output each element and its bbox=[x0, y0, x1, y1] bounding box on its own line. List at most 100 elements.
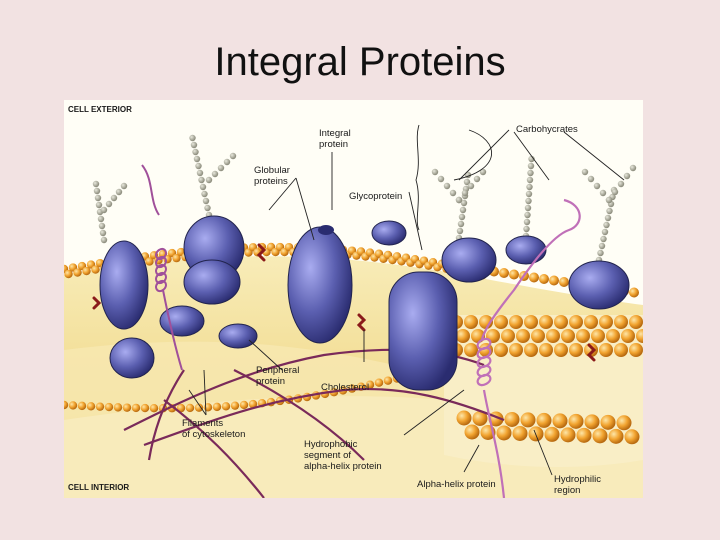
peripheral-protein-3 bbox=[109, 337, 155, 379]
sugar-unit bbox=[601, 228, 609, 236]
sugar-unit bbox=[199, 183, 207, 191]
sugar-unit bbox=[100, 236, 108, 244]
phospholipid-head bbox=[539, 343, 553, 357]
sugar-unit bbox=[455, 196, 463, 204]
sugar-unit bbox=[599, 189, 607, 197]
alpha-helix-left bbox=[141, 164, 183, 371]
phospholipid-head bbox=[539, 315, 553, 329]
phospholipid-head bbox=[591, 329, 605, 343]
sugar-unit bbox=[443, 182, 451, 190]
phospholipid-head bbox=[131, 403, 141, 413]
phospholipid-head bbox=[539, 274, 549, 284]
label-cell-exterior: CELL EXTERIOR bbox=[68, 105, 132, 114]
sugar-unit bbox=[92, 180, 100, 188]
phospholipid-head bbox=[636, 329, 643, 343]
sugar-unit bbox=[597, 249, 604, 257]
phospholipid-head bbox=[383, 376, 393, 385]
cut-face-heads bbox=[449, 315, 643, 445]
label-cholesterol: Cholesterol bbox=[321, 382, 369, 393]
label-globular-proteins: Globular proteins bbox=[254, 165, 293, 187]
phospholipid-head bbox=[501, 329, 515, 343]
sugar-unit bbox=[211, 170, 219, 178]
sugar-unit bbox=[526, 183, 533, 191]
phospholipid-head bbox=[456, 410, 472, 426]
phospholipid-head bbox=[529, 272, 539, 283]
phospholipid-head bbox=[504, 411, 520, 427]
sugar-unit bbox=[202, 197, 210, 205]
phospholipid-head bbox=[472, 410, 488, 426]
phospholipid-head bbox=[544, 426, 560, 442]
sugar-unit bbox=[461, 189, 469, 197]
phospholipid-head bbox=[512, 425, 528, 441]
phospholipid-head bbox=[520, 412, 536, 428]
sugar-unit bbox=[526, 176, 534, 184]
phospholipid-head bbox=[549, 275, 559, 286]
sugar-unit bbox=[217, 164, 225, 172]
sugar-unit bbox=[196, 169, 204, 177]
sugar-unit bbox=[229, 152, 237, 160]
sugar-unit bbox=[525, 197, 532, 205]
phospholipid-head bbox=[509, 315, 523, 329]
sugar-unit bbox=[459, 206, 467, 214]
phospholipid-head bbox=[145, 257, 154, 266]
phospholipid-head bbox=[185, 403, 195, 413]
sugar-unit bbox=[479, 168, 487, 176]
phospholipid-head bbox=[239, 400, 249, 410]
label-filaments: Filaments of cytoskeleton bbox=[182, 418, 245, 440]
sugar-unit bbox=[460, 199, 468, 207]
phospholipid-head bbox=[614, 315, 628, 329]
phospholipid-head bbox=[600, 414, 616, 430]
phospholipid-head bbox=[221, 402, 231, 411]
cholesterol-molecules bbox=[92, 243, 597, 362]
sugar-unit bbox=[98, 222, 106, 230]
sugar-unit bbox=[606, 207, 613, 215]
phospholipid-head bbox=[592, 428, 608, 444]
phospholipid-head bbox=[561, 329, 575, 343]
sugar-unit bbox=[94, 194, 102, 202]
sugar-unit bbox=[593, 182, 601, 190]
phospholipid-head bbox=[624, 429, 640, 445]
carbohydrate-chains bbox=[92, 134, 637, 264]
sugar-unit bbox=[97, 215, 105, 223]
sugar-unit bbox=[115, 188, 123, 196]
alpha-helix-right bbox=[476, 198, 581, 498]
phospholipid-head bbox=[212, 402, 222, 412]
sugar-unit bbox=[524, 204, 532, 212]
membrane-diagram: CELL EXTERIOR CELL INTERIOR Integral pro… bbox=[64, 100, 643, 498]
phospholipid-head bbox=[77, 401, 87, 411]
sugar-unit bbox=[525, 190, 533, 198]
phospholipid-head bbox=[82, 266, 91, 276]
phospholipid-head bbox=[496, 425, 512, 441]
phospholipid-head bbox=[569, 343, 583, 357]
sugar-unit bbox=[587, 175, 595, 183]
sugar-unit bbox=[528, 155, 535, 163]
phospholipid-head bbox=[248, 399, 258, 409]
phospholipid-head bbox=[629, 315, 643, 329]
label-glycoprotein: Glycoprotein bbox=[349, 191, 402, 202]
phospholipid-head bbox=[584, 414, 600, 430]
sugar-unit bbox=[473, 175, 481, 183]
sugar-unit bbox=[611, 188, 619, 196]
sugar-unit bbox=[105, 200, 113, 208]
phospholipid-head bbox=[616, 415, 632, 431]
sugar-unit bbox=[458, 213, 466, 221]
small-globular-protein bbox=[371, 220, 407, 246]
label-alpha-helix-protein: Alpha-helix protein bbox=[417, 479, 496, 490]
phospholipid-head bbox=[73, 268, 82, 277]
sugar-unit bbox=[192, 148, 199, 156]
phospholipid-head bbox=[629, 287, 639, 298]
phospholipid-head bbox=[621, 329, 635, 343]
phospholipid-head bbox=[554, 343, 568, 357]
sugar-unit bbox=[201, 190, 208, 198]
phospholipid-head bbox=[554, 315, 568, 329]
phospholipid-head bbox=[531, 329, 545, 343]
phospholipid-head bbox=[122, 403, 132, 412]
phospholipid-head bbox=[86, 402, 96, 411]
phospholipid-head bbox=[464, 343, 478, 357]
sugar-unit bbox=[195, 162, 202, 170]
sugar-unit bbox=[449, 189, 457, 197]
integral-protein-center bbox=[287, 225, 353, 344]
sugar-unit bbox=[527, 162, 535, 170]
phospholipid-head bbox=[464, 424, 480, 440]
phospholipid-head bbox=[560, 427, 576, 443]
